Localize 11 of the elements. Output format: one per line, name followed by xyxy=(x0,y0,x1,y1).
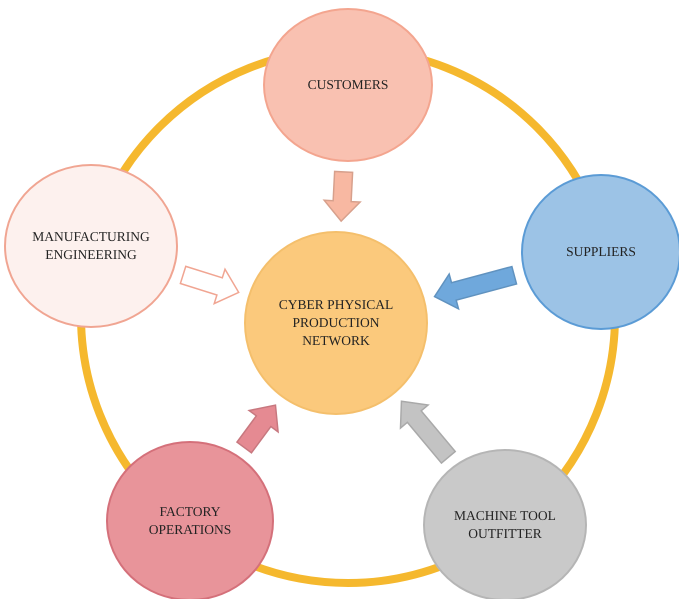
node-label: MACHINE TOOL OUTFITTER xyxy=(453,506,557,543)
block-arrow xyxy=(179,265,240,305)
block-arrow xyxy=(400,400,456,464)
node-label: FACTORY OPERATIONS xyxy=(148,502,232,539)
node-label: CYBER PHYSICAL PRODUCTION NETWORK xyxy=(278,296,394,350)
node-label: CUSTOMERS xyxy=(306,76,390,94)
block-arrow xyxy=(236,404,279,454)
node-label: MANUFACTURING ENGINEERING xyxy=(31,228,151,264)
block-arrow xyxy=(433,266,518,310)
block-arrow xyxy=(322,170,362,222)
node-label: SUPPLIERS xyxy=(565,242,637,261)
